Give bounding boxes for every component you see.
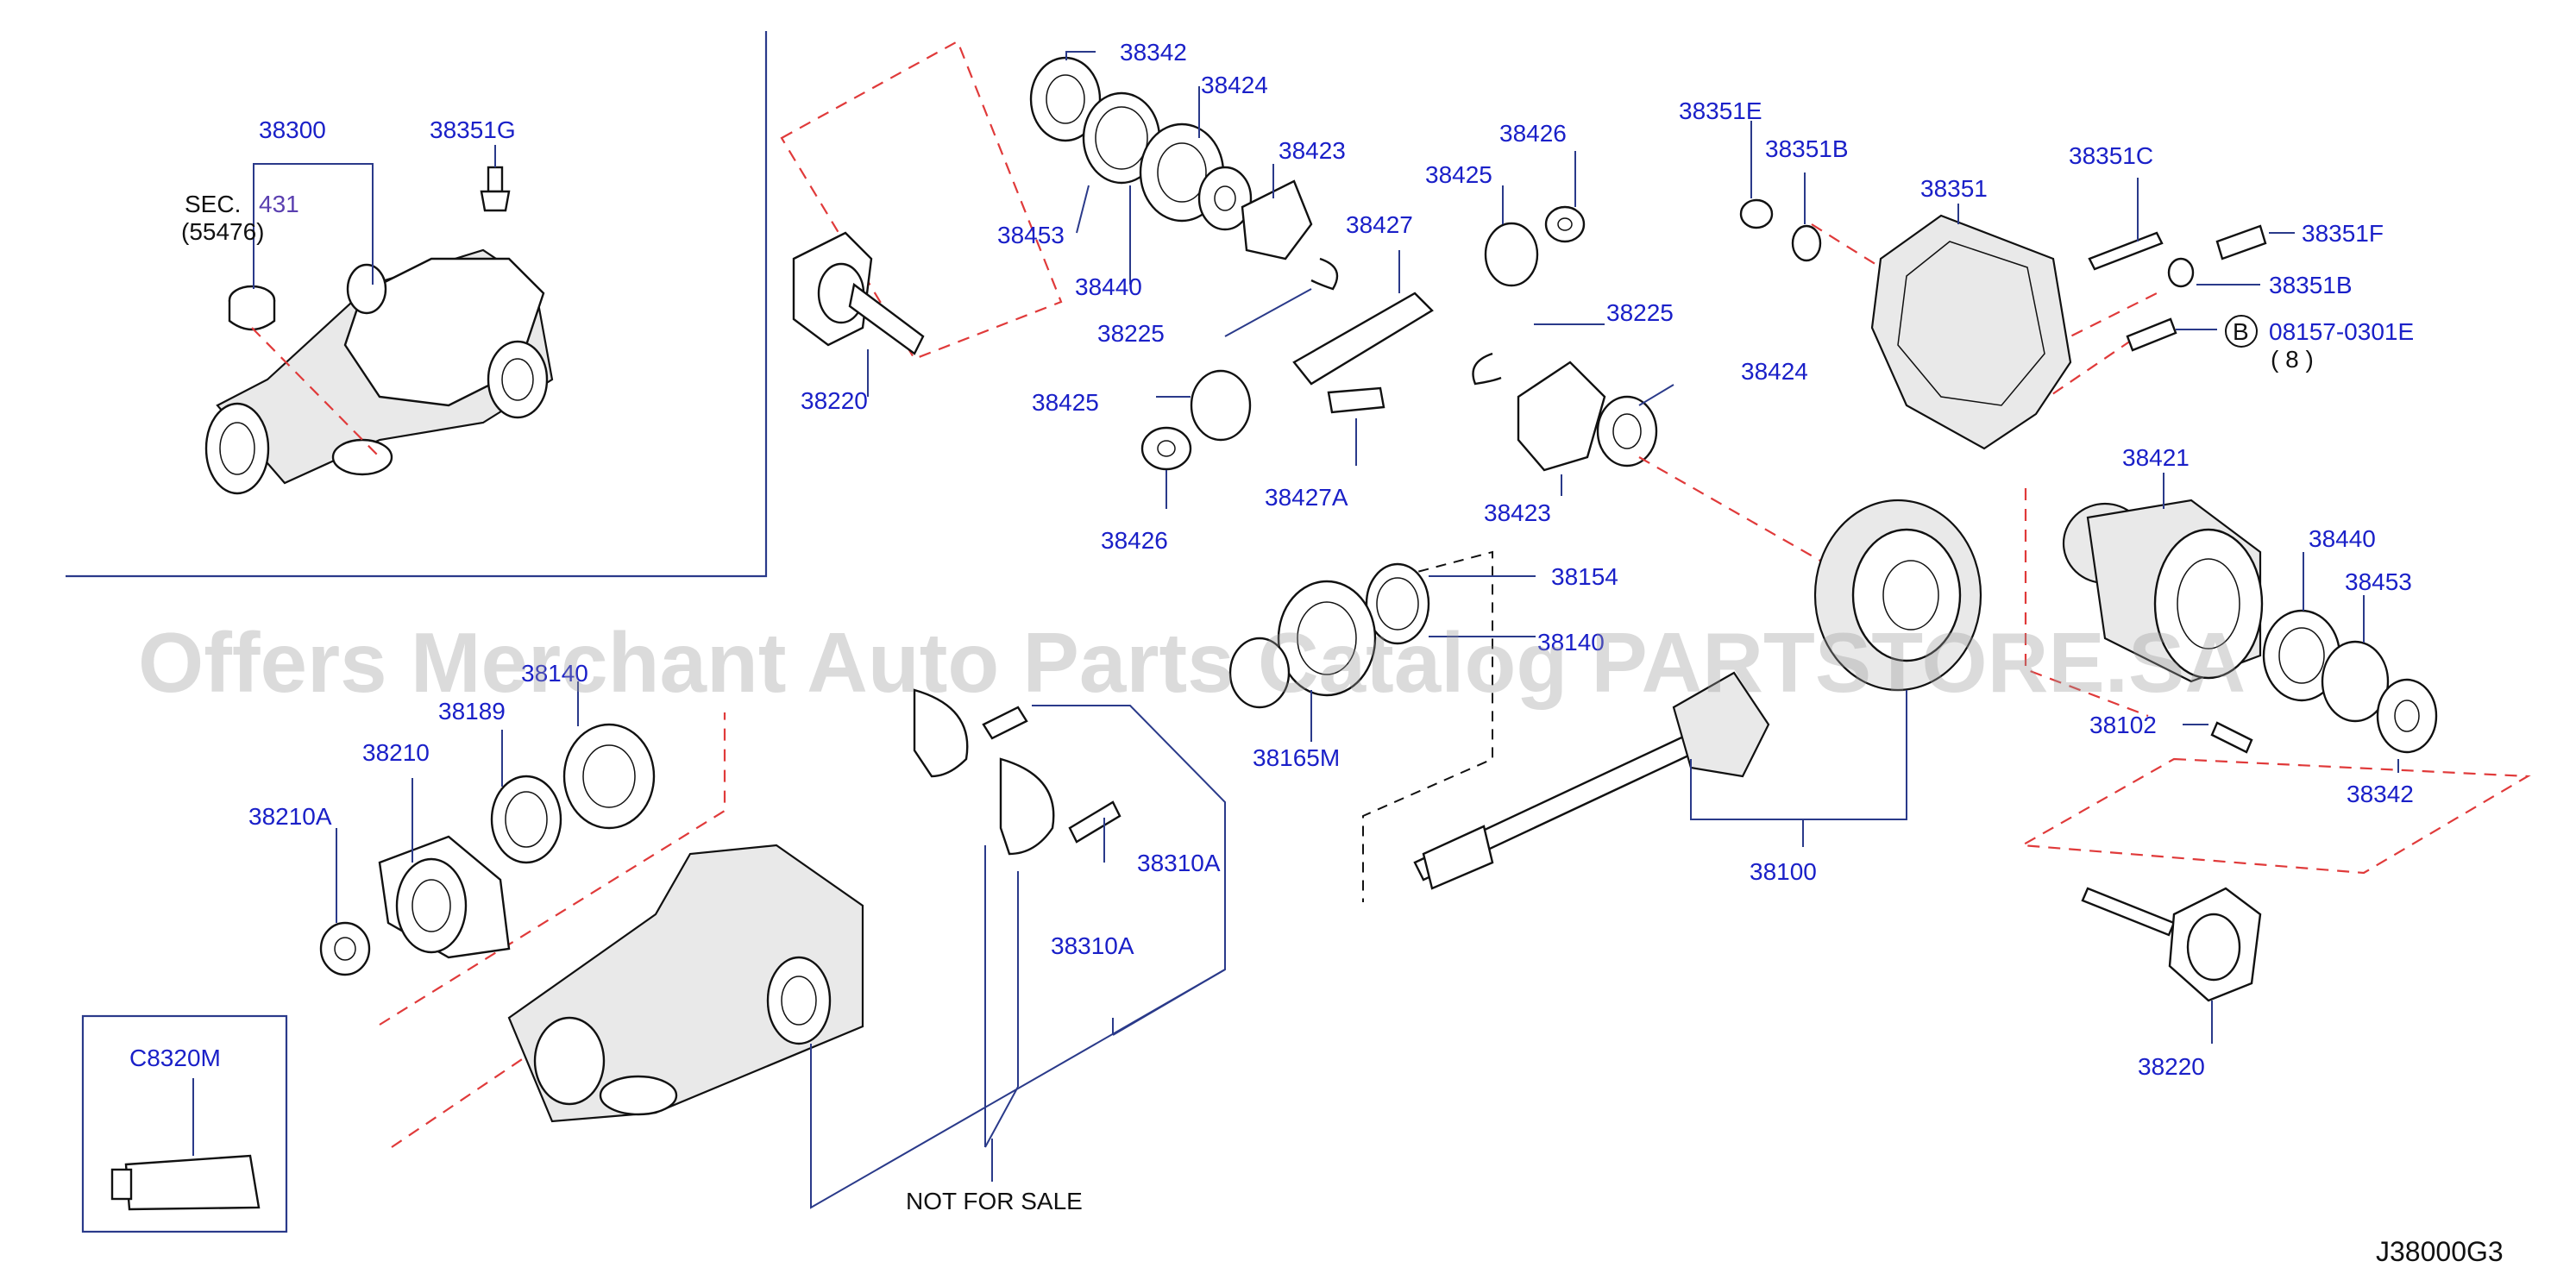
rear-cover-illustration bbox=[1870, 214, 2072, 450]
part-number-38140-left[interactable]: 38140 bbox=[521, 660, 588, 687]
bolt-symbol-circle bbox=[2225, 315, 2258, 348]
part-number-38102[interactable]: 38102 bbox=[2089, 712, 2157, 738]
ring-gear-illustration bbox=[1813, 499, 1982, 692]
sec-sub-ref: (55476) bbox=[181, 218, 265, 245]
sealant-tube-illustration bbox=[110, 1154, 261, 1211]
c8320m-box bbox=[81, 1014, 288, 1233]
snap-ring-illustration bbox=[1310, 257, 1339, 291]
part-number-38140[interactable]: 38140 bbox=[1537, 629, 1605, 656]
pinion-nut-illustration bbox=[319, 921, 371, 976]
side-gear-illustration-2 bbox=[1517, 361, 1658, 472]
breather-illustration bbox=[480, 166, 511, 212]
drain-plug-illustration bbox=[1739, 198, 1822, 262]
part-number-38351b-lower[interactable]: 38351B bbox=[2269, 272, 2353, 298]
part-number-38421[interactable]: 38421 bbox=[2122, 444, 2190, 471]
front-bearing-illustration bbox=[562, 723, 656, 830]
side-bearing-illustration bbox=[2262, 609, 2438, 754]
part-number-c8320m[interactable]: C8320M bbox=[129, 1045, 221, 1071]
dash-box-pinion bbox=[780, 40, 1063, 361]
part-number-38165m[interactable]: 38165M bbox=[1253, 744, 1340, 771]
part-number-38351f[interactable]: 38351F bbox=[2302, 220, 2384, 247]
part-number-38220-right[interactable]: 38220 bbox=[2138, 1053, 2205, 1080]
sec-prefix: SEC. bbox=[185, 191, 241, 217]
differential-case-illustration bbox=[2062, 499, 2264, 683]
dash-box-carrier bbox=[379, 712, 726, 1026]
part-number-38440-right[interactable]: 38440 bbox=[2309, 525, 2376, 552]
drive-pinion-illustration bbox=[1413, 671, 1770, 890]
part-number-38425-right[interactable]: 38425 bbox=[1425, 161, 1492, 188]
part-number-38440[interactable]: 38440 bbox=[1075, 273, 1142, 300]
part-number-38225-right[interactable]: 38225 bbox=[1606, 299, 1674, 326]
part-number-38225[interactable]: 38225 bbox=[1097, 320, 1165, 347]
pinion-mate-shaft-illustration bbox=[1292, 292, 1434, 414]
part-number-38424[interactable]: 38424 bbox=[1201, 72, 1268, 98]
part-number-38210[interactable]: 38210 bbox=[362, 739, 430, 766]
part-number-38189[interactable]: 38189 bbox=[438, 698, 506, 725]
pinion-mate-gear-illustration bbox=[1140, 205, 1586, 471]
part-number-38426-right[interactable]: 38426 bbox=[1499, 120, 1567, 147]
rear-final-drive-assembly-illustration bbox=[204, 248, 554, 495]
dash-box-drive-pinion bbox=[1362, 550, 1493, 902]
sec-number-link[interactable]: 431 bbox=[259, 191, 299, 217]
part-number-38310a-lower[interactable]: 38310A bbox=[1051, 932, 1134, 959]
pinion-bearing-illustration bbox=[1029, 56, 1253, 231]
part-number-38351e[interactable]: 38351E bbox=[1679, 97, 1762, 124]
stud-bolt-illustration bbox=[2088, 224, 2267, 352]
diagram-code: J38000G3 bbox=[2376, 1236, 2504, 1267]
companion-flange-left-illustration bbox=[378, 835, 511, 959]
part-number-38453-right[interactable]: 38453 bbox=[2345, 568, 2412, 595]
side-retainer-illustration bbox=[913, 688, 1122, 856]
assembly-frame bbox=[66, 31, 768, 578]
part-number-38427a[interactable]: 38427A bbox=[1265, 484, 1348, 511]
part-number-38426[interactable]: 38426 bbox=[1101, 527, 1168, 554]
dash-box-right-flange bbox=[2019, 757, 2531, 875]
part-number-38351b[interactable]: 38351B bbox=[1765, 135, 1849, 162]
ring-gear-bolt-illustration bbox=[2210, 721, 2253, 754]
seal-cap-illustration bbox=[228, 285, 276, 331]
part-number-08157-0301e[interactable]: 08157-0301E bbox=[2269, 318, 2414, 345]
part-number-38351g[interactable]: 38351G bbox=[430, 116, 516, 143]
side-gear-illustration bbox=[1241, 179, 1313, 260]
pinion-bearing-center-illustration bbox=[1228, 562, 1430, 709]
not-for-sale-note: NOT FOR SALE bbox=[906, 1188, 1083, 1214]
part-number-38424-right[interactable]: 38424 bbox=[1741, 358, 1808, 385]
bolt-symbol: B bbox=[2233, 318, 2249, 345]
companion-flange-right-illustration bbox=[2081, 887, 2262, 1002]
snap-ring-illustration-2 bbox=[1472, 352, 1502, 386]
oil-seal-illustration bbox=[490, 775, 562, 864]
part-number-38310a[interactable]: 38310A bbox=[1137, 850, 1221, 876]
bolt-quantity: ( 8 ) bbox=[2271, 346, 2314, 373]
part-number-38154[interactable]: 38154 bbox=[1551, 563, 1618, 590]
part-number-38210a[interactable]: 38210A bbox=[248, 803, 332, 830]
part-number-38351c[interactable]: 38351C bbox=[2069, 142, 2153, 169]
part-number-38453[interactable]: 38453 bbox=[997, 222, 1065, 248]
part-number-38423-right[interactable]: 38423 bbox=[1484, 499, 1551, 526]
companion-flange-illustration bbox=[792, 231, 925, 355]
part-number-38300[interactable]: 38300 bbox=[259, 116, 326, 143]
gear-carrier-illustration bbox=[507, 844, 864, 1123]
part-number-38100[interactable]: 38100 bbox=[1750, 858, 1817, 885]
part-number-38351[interactable]: 38351 bbox=[1920, 175, 1988, 202]
part-number-38423[interactable]: 38423 bbox=[1279, 137, 1346, 164]
part-number-38342-right[interactable]: 38342 bbox=[2347, 781, 2414, 807]
part-number-38342[interactable]: 38342 bbox=[1120, 39, 1187, 66]
watermark: Offers Merchant Auto Parts Catalog PARTS… bbox=[138, 615, 2246, 710]
part-number-38425[interactable]: 38425 bbox=[1032, 389, 1099, 416]
part-number-38427[interactable]: 38427 bbox=[1346, 211, 1413, 238]
part-number-38220[interactable]: 38220 bbox=[801, 387, 868, 414]
